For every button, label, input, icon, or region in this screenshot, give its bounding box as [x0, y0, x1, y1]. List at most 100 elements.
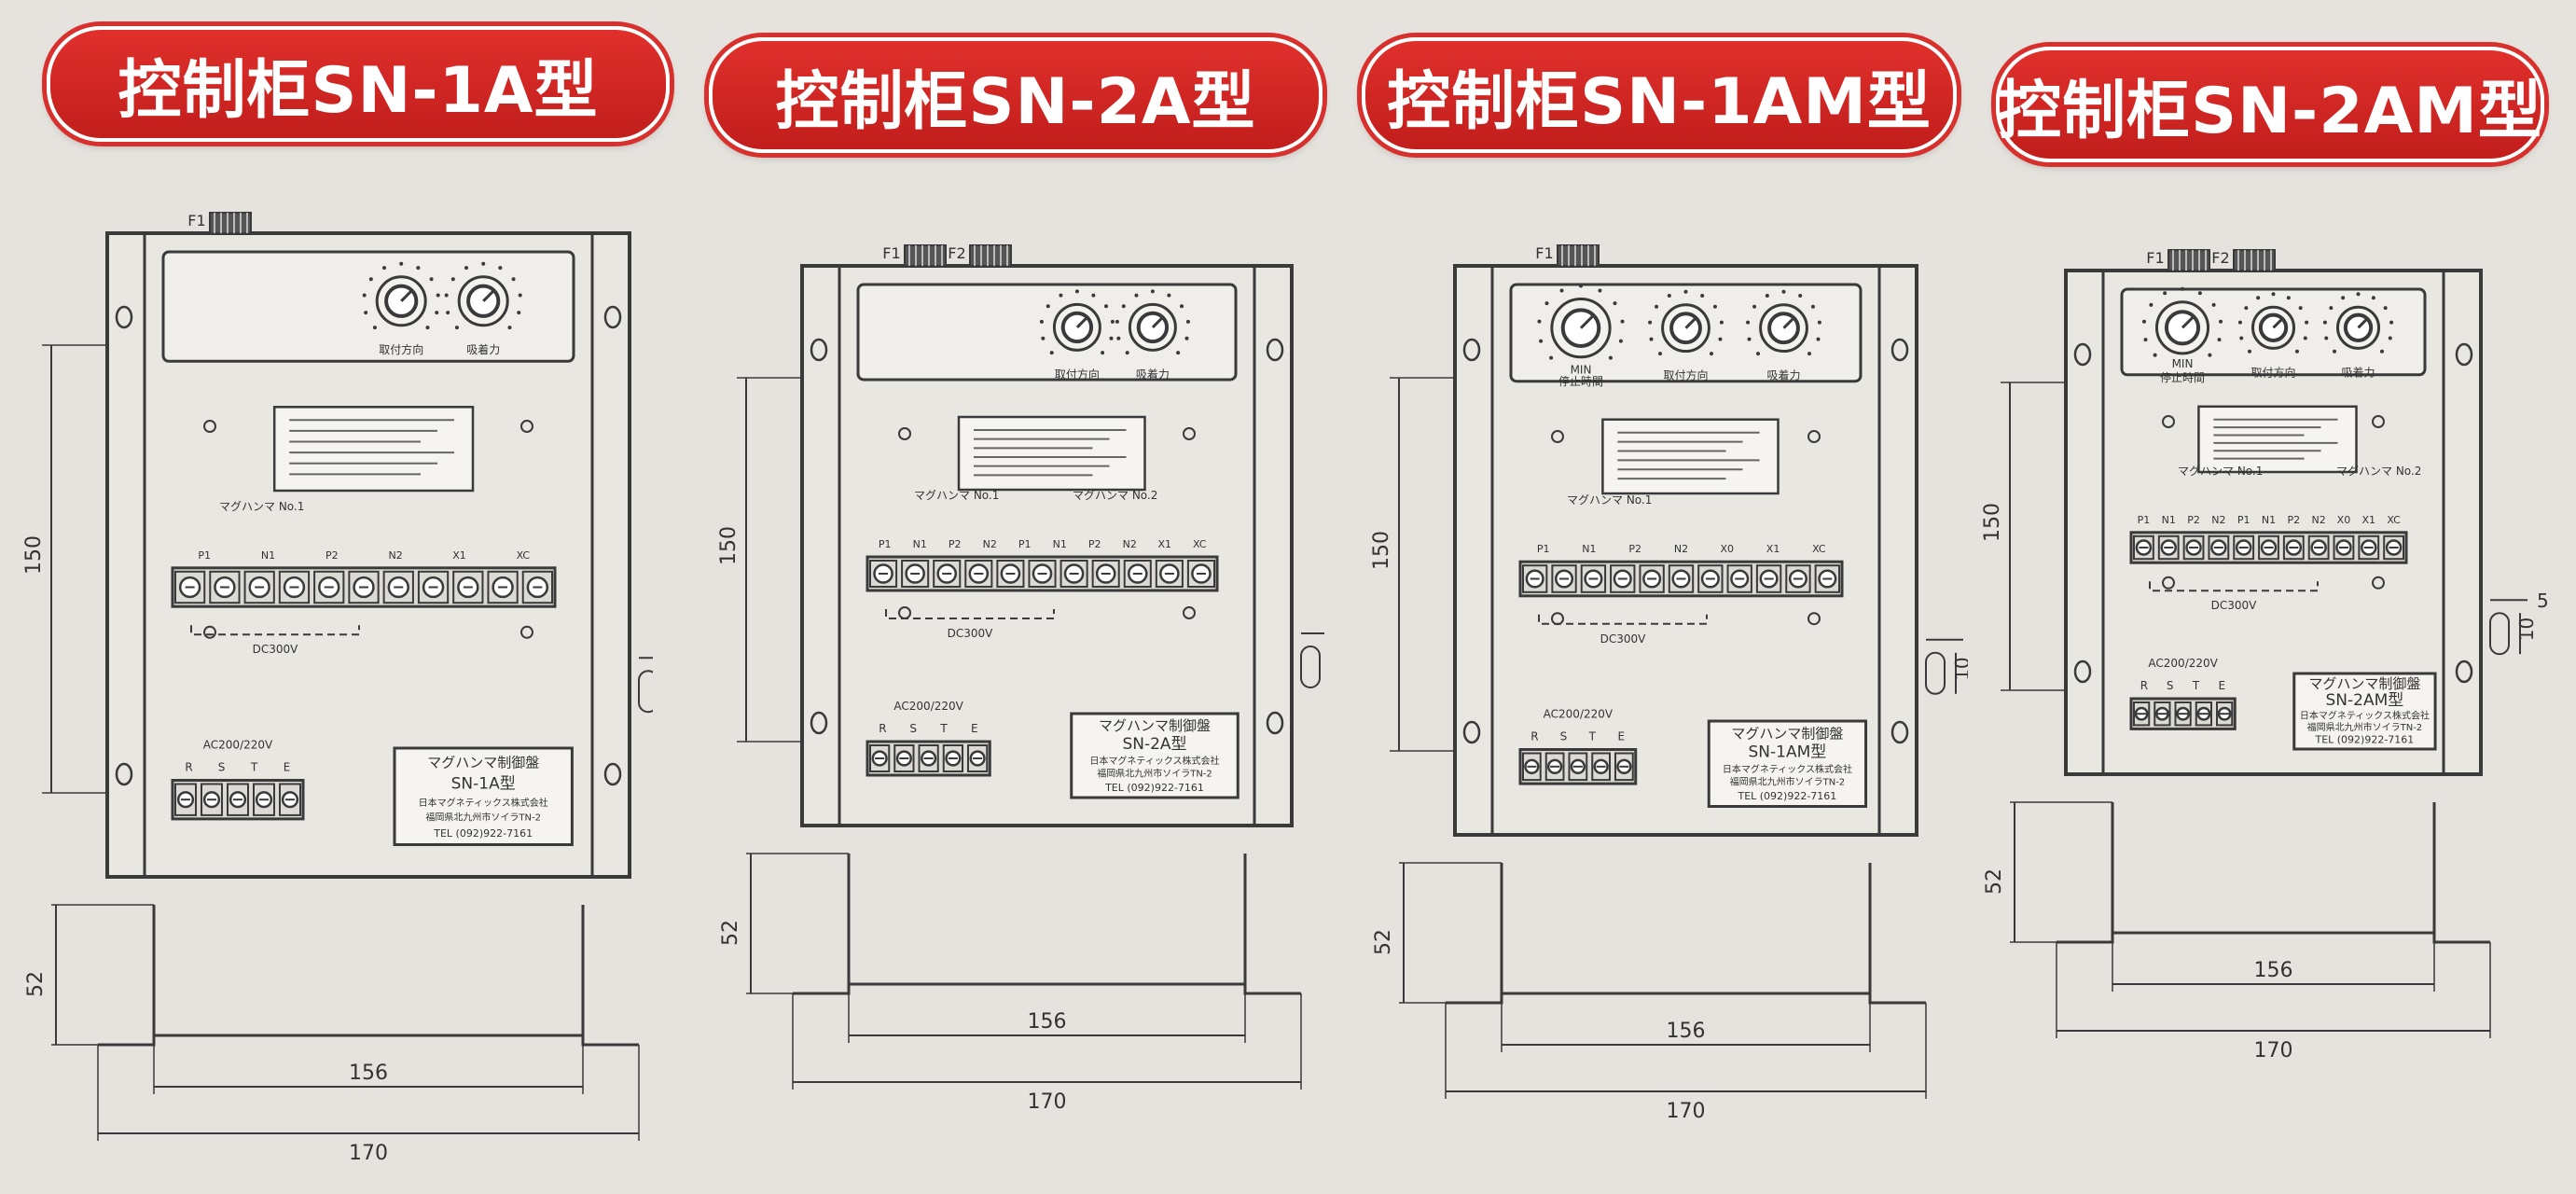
nameplate-maker: 日本マグネティックス株式会社 — [419, 797, 548, 809]
ac-terminal-label: R — [185, 761, 192, 774]
slot-detail-icon — [638, 670, 653, 714]
knob-pointer — [2181, 314, 2195, 329]
terminal-cell — [243, 570, 275, 604]
dial-tick — [1134, 293, 1139, 298]
dial-tick — [1074, 289, 1079, 294]
dial-tick — [518, 293, 522, 298]
nameplate — [1070, 712, 1240, 799]
nameplate-maker: 日本マグネティックス株式会社 — [1723, 763, 1852, 775]
terminal-label: N2 — [1123, 538, 1137, 550]
dial-tick — [517, 311, 521, 315]
indicator-hole-icon — [1551, 430, 1564, 443]
control-panel — [161, 250, 575, 363]
depth-dimension: 52 — [719, 920, 742, 946]
indicator-hole-icon — [2162, 576, 2175, 590]
nameplate-title: マグハンマ制御盤 — [427, 755, 539, 771]
side-view-right-wall — [1868, 863, 1926, 1005]
nameplate — [393, 746, 574, 846]
nameplate-tel: TEL (092)922-7161 — [433, 827, 533, 840]
title-badge: 控制柜SN-1AM型 — [1362, 37, 1957, 153]
knob-pointer — [1579, 313, 1596, 329]
terminal-cell — [2133, 701, 2151, 727]
control-panel — [856, 283, 1238, 382]
terminal-cell — [1785, 564, 1811, 593]
ac-terminal-label: S — [1560, 730, 1568, 743]
nameplate-title: マグハンマ制御盤 — [1099, 717, 1211, 734]
indicator-hole-icon — [2372, 415, 2385, 428]
title-badge: 控制柜SN-1A型 — [47, 26, 670, 142]
knob-label: 取付方向 — [1055, 367, 1100, 381]
terminal-cell — [2182, 535, 2205, 561]
knob-label: 吸着力 — [2341, 365, 2375, 379]
terminal-cell — [1668, 564, 1695, 593]
panel-title: 控制柜SN-1AM型 — [1387, 64, 1932, 139]
terminal-cell — [348, 570, 380, 604]
terminal-cell — [1726, 564, 1752, 593]
knob-label: 取付方向 — [2251, 365, 2295, 379]
dial-tick — [2298, 306, 2303, 311]
warning-label — [957, 415, 1146, 492]
terminal-cell — [452, 570, 484, 604]
terminal-cell — [1028, 560, 1057, 588]
terminal-cell — [2133, 535, 2154, 561]
dial-tick — [1539, 339, 1544, 343]
fuse-holder-icon — [2167, 249, 2210, 271]
ac-terminal-label: T — [939, 722, 948, 735]
terminal-cell — [174, 570, 206, 604]
terminal-cell — [1568, 752, 1588, 782]
dial-tick — [1756, 352, 1761, 356]
dial-tick — [1655, 304, 1659, 309]
terminal-cell — [487, 570, 519, 604]
dial-tick — [2388, 336, 2392, 340]
dial-tick — [2239, 336, 2244, 340]
knob-label: 停止時間 — [2160, 370, 2205, 384]
dc-bracket — [1538, 614, 1708, 625]
terminal-cell — [417, 570, 450, 604]
knob-pointer — [1151, 315, 1164, 328]
dial-tick — [481, 261, 486, 266]
ac-terminal-label: T — [2192, 679, 2200, 692]
dial-tick — [1752, 304, 1757, 309]
terminal-label: N1 — [2262, 514, 2276, 526]
mount-hole-icon — [603, 305, 622, 329]
dial-tick — [2217, 338, 2222, 342]
dial-tick — [429, 277, 434, 282]
dial-tick — [1798, 294, 1803, 298]
nameplate-maker: 日本マグネティックス株式会社 — [1089, 755, 1219, 767]
dial-tick — [2324, 336, 2329, 340]
mount-hole-icon — [115, 305, 133, 329]
dial-tick — [2333, 349, 2337, 354]
dial-tick — [2371, 296, 2375, 300]
terminal-cell — [313, 570, 345, 604]
dc-bracket — [2149, 581, 2319, 592]
depth-dimension: 52 — [1372, 929, 1395, 955]
dc-bracket — [190, 625, 360, 636]
terminal-label: XC — [517, 549, 531, 562]
terminal-cell — [1697, 564, 1724, 593]
dial-tick — [1746, 320, 1751, 325]
dial-tick — [1658, 352, 1663, 356]
title-badge: 控制柜SN-2A型 — [709, 37, 1323, 153]
dial-tick — [2248, 349, 2252, 354]
indicator-hole-icon — [898, 427, 911, 440]
height-dimension: 150 — [1981, 503, 2004, 542]
terminal-cell — [2216, 701, 2234, 727]
terminal-cell — [1522, 564, 1548, 593]
terminal-cell — [942, 744, 963, 772]
dial-tick — [2383, 306, 2388, 311]
dial-tick — [2181, 286, 2184, 291]
dial-tick — [2197, 291, 2202, 296]
mount-hole-icon — [2073, 342, 2092, 367]
mount-hole-icon — [1462, 720, 1481, 744]
nameplate-model: SN-1A型 — [451, 774, 516, 793]
fuse-label: F2 — [2211, 249, 2229, 267]
terminal-cell — [1610, 564, 1636, 593]
terminal-label: XC — [1193, 538, 1207, 550]
dial-tick — [2163, 291, 2167, 296]
ac-terminal-label: S — [218, 761, 226, 774]
terminal-label: N1 — [913, 538, 927, 550]
